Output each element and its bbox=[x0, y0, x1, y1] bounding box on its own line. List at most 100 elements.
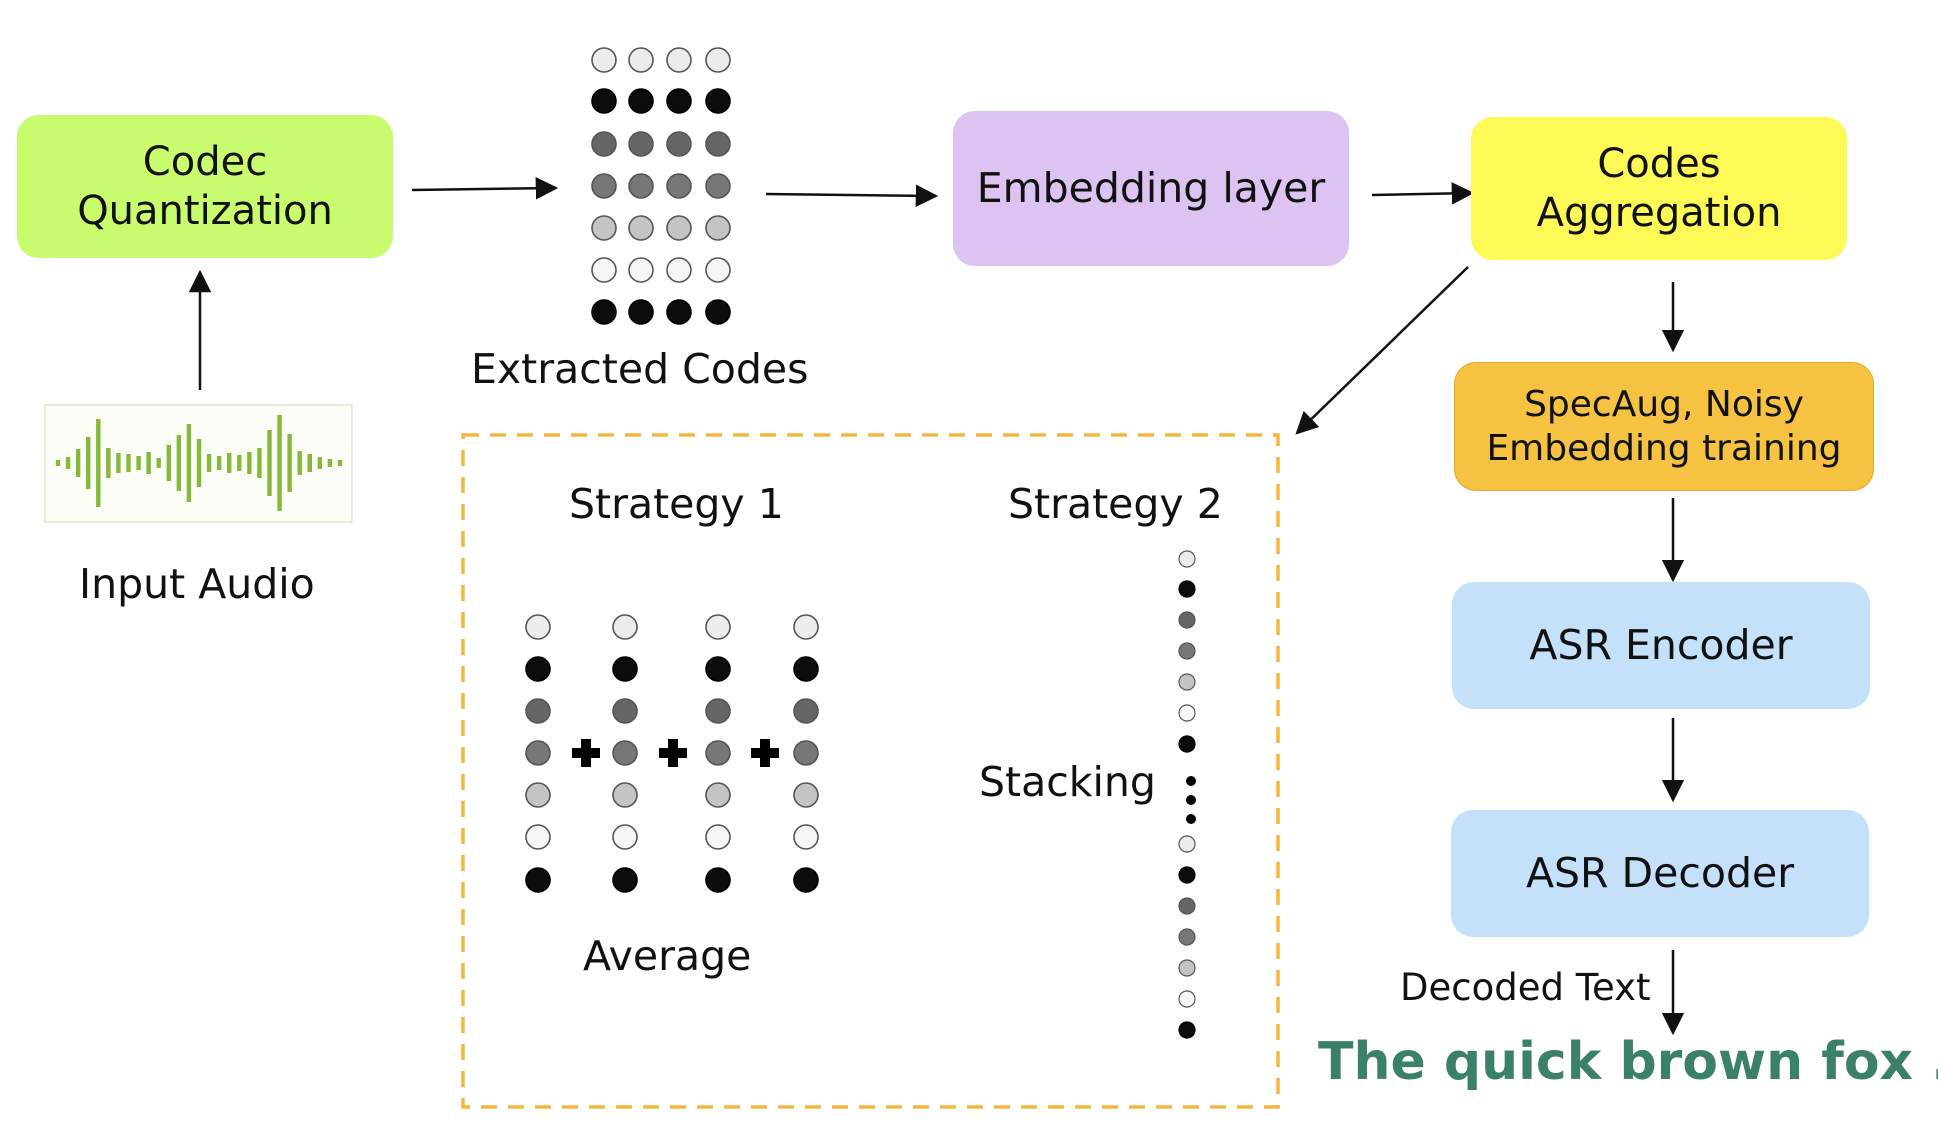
codes-aggregation-box: Codes Aggregation bbox=[1471, 117, 1847, 260]
waveform-bar bbox=[75, 449, 81, 477]
waveform-bar bbox=[277, 415, 282, 511]
waveform-bar bbox=[257, 448, 262, 478]
average-code-dot bbox=[705, 656, 731, 682]
average-code-dot bbox=[705, 740, 731, 766]
average-code-dot bbox=[612, 656, 638, 682]
average-code-dot bbox=[525, 824, 551, 850]
code-dot bbox=[705, 173, 731, 199]
embedding-layer-box: Embedding layer bbox=[953, 111, 1349, 266]
average-code-dot bbox=[525, 782, 551, 808]
average-code-dot bbox=[793, 614, 819, 640]
embedding-box-label: Embedding layer bbox=[976, 164, 1326, 213]
arrow-aggregation-to-strategies bbox=[1295, 266, 1469, 435]
waveform-bar bbox=[106, 448, 111, 478]
average-code-dot bbox=[793, 740, 819, 766]
stacking-code-dot bbox=[1178, 866, 1196, 884]
codec-quantization-box: Codec Quantization bbox=[17, 115, 393, 258]
asr-decoder-box: ASR Decoder bbox=[1451, 810, 1869, 937]
ellipsis-dot bbox=[1186, 795, 1196, 805]
average-code-dot bbox=[612, 698, 638, 724]
code-dot bbox=[628, 299, 654, 325]
waveform-bar bbox=[247, 452, 252, 474]
stacking-code-dot bbox=[1178, 611, 1196, 629]
code-dot bbox=[591, 257, 617, 283]
average-code-dot bbox=[612, 614, 638, 640]
waveform-bar bbox=[176, 435, 182, 491]
stacking-code-dot bbox=[1178, 897, 1196, 915]
waveform-bar bbox=[136, 456, 141, 470]
stacking-code-dot bbox=[1178, 990, 1196, 1008]
strategies-container bbox=[461, 433, 1280, 1109]
waveform-bar bbox=[317, 457, 323, 469]
audio-waveform-icon bbox=[55, 415, 343, 511]
waveform-bar bbox=[126, 454, 131, 472]
code-dot bbox=[666, 131, 692, 157]
ellipsis-dot bbox=[1186, 814, 1196, 824]
code-dot bbox=[628, 47, 654, 73]
strategy-2-label: Strategy 2 bbox=[1008, 480, 1223, 528]
output-text: The quick brown fox ... bbox=[1318, 1032, 1938, 1092]
waveform-bar bbox=[96, 419, 101, 507]
code-dot bbox=[591, 299, 617, 325]
stacking-code-dot bbox=[1178, 580, 1196, 598]
waveform-bar bbox=[237, 455, 242, 471]
code-dot bbox=[628, 173, 654, 199]
waveform-bar bbox=[166, 445, 171, 481]
stacking-code-dot bbox=[1178, 673, 1196, 691]
average-code-dot bbox=[705, 824, 731, 850]
average-code-dot bbox=[612, 782, 638, 808]
waveform-bar bbox=[86, 437, 91, 489]
code-dot bbox=[705, 257, 731, 283]
aggregation-box-line2: Aggregation bbox=[1536, 189, 1782, 236]
waveform-bar bbox=[337, 460, 343, 466]
average-code-dot bbox=[612, 740, 638, 766]
code-dot bbox=[666, 173, 692, 199]
stacking-codes-column bbox=[1178, 550, 1196, 1039]
average-code-dot bbox=[525, 656, 551, 682]
waveform-bar bbox=[206, 454, 212, 472]
average-label: Average bbox=[583, 932, 752, 980]
code-dot bbox=[705, 47, 731, 73]
average-code-dot bbox=[612, 867, 638, 893]
plus-sign bbox=[751, 739, 779, 767]
stacking-code-dot bbox=[1178, 550, 1196, 568]
average-code-dot bbox=[793, 656, 819, 682]
extracted-codes-label: Extracted Codes bbox=[471, 345, 809, 393]
code-dot bbox=[666, 88, 692, 114]
average-code-dot bbox=[793, 824, 819, 850]
waveform-bar bbox=[267, 430, 272, 496]
codec-box-line2: Quantization bbox=[77, 187, 333, 234]
waveform-bar bbox=[55, 460, 61, 466]
stacking-code-dot bbox=[1178, 642, 1196, 660]
code-dot bbox=[666, 299, 692, 325]
stacking-code-dot bbox=[1178, 835, 1196, 853]
code-dot bbox=[666, 47, 692, 73]
plus-sign bbox=[572, 739, 600, 767]
waveform-bar bbox=[307, 454, 312, 472]
code-dot bbox=[591, 173, 617, 199]
code-dot bbox=[591, 215, 617, 241]
code-dot bbox=[591, 88, 617, 114]
waveform-bar bbox=[216, 456, 222, 470]
code-dot bbox=[705, 215, 731, 241]
waveform-bar bbox=[287, 434, 292, 492]
average-code-dot bbox=[525, 867, 551, 893]
code-dot bbox=[628, 215, 654, 241]
plus-signs bbox=[572, 739, 779, 767]
average-code-dot bbox=[525, 740, 551, 766]
decoded-text-label: Decoded Text bbox=[1400, 966, 1651, 1009]
waveform-bar bbox=[327, 459, 333, 467]
stacking-code-dot bbox=[1178, 959, 1196, 977]
asr-encoder-label: ASR Encoder bbox=[1529, 621, 1793, 670]
code-dot bbox=[666, 215, 692, 241]
arrow-codes-to-embedding bbox=[765, 184, 939, 208]
extracted-codes-grid bbox=[591, 47, 731, 325]
ellipsis-dot bbox=[1186, 776, 1196, 786]
code-dot bbox=[666, 257, 692, 283]
stacking-code-dot bbox=[1178, 1021, 1196, 1039]
code-dot bbox=[628, 88, 654, 114]
average-codes-grid bbox=[525, 614, 819, 893]
waveform-bar bbox=[146, 452, 151, 474]
waveform-bar bbox=[186, 424, 192, 502]
